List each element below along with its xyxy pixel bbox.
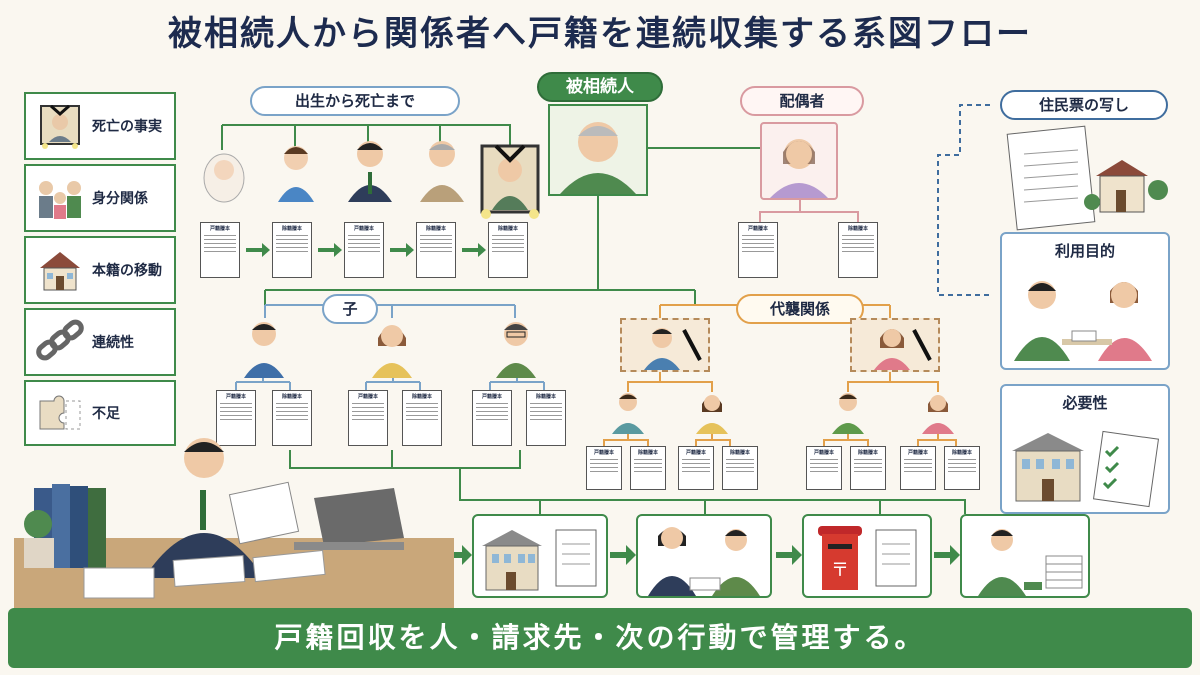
document-koseki: 戸籍謄本 bbox=[738, 222, 778, 278]
document-joseki: 除籍謄本 bbox=[488, 222, 528, 278]
legend-label: 身分関係 bbox=[92, 191, 148, 207]
step-city-hall bbox=[472, 514, 608, 598]
label-children: 子 bbox=[322, 294, 378, 324]
baby-icon bbox=[200, 146, 248, 208]
house-icon bbox=[34, 244, 86, 296]
document-koseki: 戸籍謄本 bbox=[348, 390, 388, 446]
step-mail: 〒 bbox=[802, 514, 932, 598]
document-koseki: 戸籍謄本 bbox=[200, 222, 240, 278]
grandchild-icon bbox=[694, 390, 730, 438]
grandchild-icon bbox=[920, 390, 956, 438]
document-joseki: 除籍謄本 bbox=[402, 390, 442, 446]
document-joseki: 除籍謄本 bbox=[722, 446, 758, 490]
middle-aged-man-icon bbox=[416, 136, 468, 208]
legend-shortage: 不足 bbox=[24, 380, 176, 446]
panel-necessity: 必要性 bbox=[1000, 384, 1170, 514]
label-resident-record: 住民票の写し bbox=[1000, 90, 1168, 120]
legend-label: 不足 bbox=[92, 406, 120, 422]
label-spouse: 配偶者 bbox=[740, 86, 864, 116]
page-title: 被相続人から関係者へ戸籍を連続収集する系図フロー bbox=[168, 14, 1032, 54]
document-joseki: 除籍謄本 bbox=[526, 390, 566, 446]
document-koseki: 戸籍謄本 bbox=[806, 446, 842, 490]
document-joseki: 除籍謄本 bbox=[838, 222, 878, 278]
legend-continuity: 連続性 bbox=[24, 308, 176, 376]
step-counter bbox=[636, 514, 772, 598]
panel-purpose-title: 利用目的 bbox=[1054, 242, 1115, 260]
document-joseki: 除籍謄本 bbox=[850, 446, 886, 490]
panel-purpose: 利用目的 bbox=[1000, 232, 1170, 370]
svg-text:〒: 〒 bbox=[831, 560, 849, 581]
document-koseki: 戸籍謄本 bbox=[216, 390, 256, 446]
document-koseki: 戸籍謄本 bbox=[344, 222, 384, 278]
family-icon bbox=[34, 172, 86, 224]
memorial-portrait-icon bbox=[34, 100, 86, 152]
deceased-child-frame bbox=[620, 318, 710, 372]
city-office-icon bbox=[1012, 430, 1160, 508]
document-koseki: 戸籍謄本 bbox=[586, 446, 622, 490]
label-representation: 代襲関係 bbox=[736, 294, 864, 324]
label-decedent: 被相続人 bbox=[537, 72, 663, 102]
panel-necessity-title: 必要性 bbox=[1062, 394, 1108, 412]
legend-label: 本籍の移動 bbox=[92, 263, 162, 279]
document-joseki: 除籍謄本 bbox=[272, 222, 312, 278]
grandchild-icon bbox=[610, 390, 646, 438]
document-joseki: 除籍謄本 bbox=[630, 446, 666, 490]
document-koseki: 戸籍謄本 bbox=[900, 446, 936, 490]
document-koseki: 戸籍謄本 bbox=[678, 446, 714, 490]
document-joseki: 除籍謄本 bbox=[416, 222, 456, 278]
step-review bbox=[960, 514, 1090, 598]
legend-label: 死亡の事実 bbox=[92, 119, 162, 135]
missing-puzzle-icon bbox=[34, 387, 86, 439]
counter-meeting-icon bbox=[648, 527, 760, 596]
legend-domicile-move: 本籍の移動 bbox=[24, 236, 176, 304]
legend-death-fact: 死亡の事実 bbox=[24, 92, 176, 160]
footer-banner: 戸籍回収を人・請求先・次の行動で管理する。 bbox=[8, 608, 1192, 668]
child-person-icon bbox=[492, 316, 540, 382]
child-icon bbox=[272, 140, 320, 208]
decedent-portrait bbox=[548, 104, 648, 196]
deceased-child-frame bbox=[850, 318, 940, 372]
desk-worker-scene bbox=[14, 428, 454, 612]
document-joseki: 除籍謄本 bbox=[944, 446, 980, 490]
adult-man-icon bbox=[344, 136, 396, 208]
resident-record-icon bbox=[1004, 124, 1174, 238]
document-joseki: 除籍謄本 bbox=[272, 390, 312, 446]
mail-post-icon: 〒 bbox=[818, 526, 917, 590]
legend-relationship: 身分関係 bbox=[24, 164, 176, 232]
consultation-icon bbox=[1014, 281, 1152, 361]
spouse-portrait bbox=[760, 122, 838, 200]
records-review-icon bbox=[978, 529, 1083, 596]
legend-label: 連続性 bbox=[92, 335, 134, 351]
memorial-portrait-icon bbox=[478, 142, 542, 226]
chain-icon bbox=[34, 316, 86, 368]
child-person-icon bbox=[240, 316, 288, 382]
city-hall-request-icon bbox=[482, 529, 597, 591]
child-person-icon bbox=[368, 316, 416, 382]
document-koseki: 戸籍謄本 bbox=[472, 390, 512, 446]
grandchild-icon bbox=[830, 390, 866, 438]
label-birth-to-death: 出生から死亡まで bbox=[250, 86, 460, 116]
